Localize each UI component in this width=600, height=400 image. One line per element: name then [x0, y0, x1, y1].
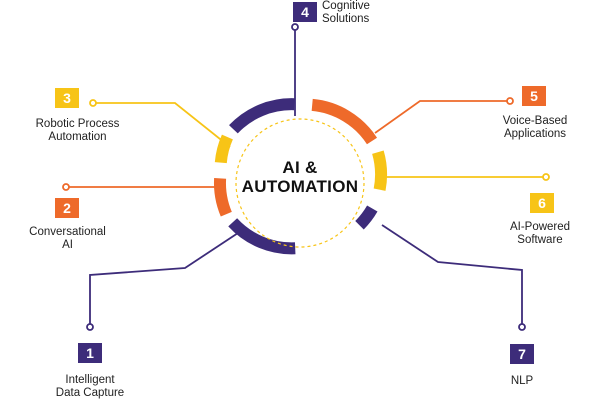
- label-6: AI-Powered Software: [480, 221, 600, 247]
- center-title-line2: AUTOMATION: [241, 177, 359, 196]
- connector-5: [374, 100, 508, 134]
- label-1-line2: Data Capture: [55, 387, 125, 399]
- label-7-line1: NLP: [510, 375, 534, 387]
- label-5: Voice-Based Applications: [470, 115, 600, 141]
- badge-7: 7: [510, 344, 534, 364]
- dot-3: [89, 99, 97, 107]
- ring-segment-yellow-left: [214, 134, 233, 164]
- dot-6: [542, 173, 550, 181]
- connector-dots: [62, 23, 550, 331]
- label-6-line2: Software: [517, 234, 563, 246]
- ring-segment-orange-top-right: [311, 98, 378, 145]
- dot-1: [86, 323, 94, 331]
- label-2-line1: Conversational: [29, 226, 106, 238]
- connector-7: [381, 224, 523, 325]
- ring-segment-yellow-right: [372, 150, 388, 191]
- label-3: Robotic Process Automation: [10, 118, 145, 144]
- center-title-line1: AI &: [282, 158, 318, 177]
- dot-7: [518, 323, 526, 331]
- badge-6: 6: [530, 193, 554, 213]
- ring-segment-purple-top: [229, 98, 295, 134]
- label-7: NLP: [472, 375, 572, 388]
- label-4: Cognitive Solutions: [322, 0, 422, 26]
- connector-1: [89, 232, 239, 325]
- label-2-line2: AI: [62, 239, 73, 251]
- dot-5: [506, 97, 514, 105]
- badge-1: 1: [78, 343, 102, 363]
- center-title: AI & AUTOMATION: [200, 158, 400, 196]
- label-5-line1: Voice-Based: [502, 115, 568, 127]
- dot-4: [291, 23, 299, 31]
- badge-4: 4: [293, 2, 317, 22]
- label-3-line1: Robotic Process: [35, 118, 120, 130]
- outer-ring: [214, 98, 388, 255]
- connectors: [68, 28, 545, 325]
- label-1: Intelligent Data Capture: [30, 374, 150, 400]
- connector-3: [93, 102, 231, 148]
- ring-segment-purple-bottom: [228, 218, 296, 255]
- inner-dashed-circle: [235, 118, 365, 248]
- label-1-line1: Intelligent: [65, 374, 115, 386]
- badge-5: 5: [522, 86, 546, 106]
- badge-2: 2: [55, 198, 79, 218]
- label-4-line1: Cognitive: [322, 0, 370, 12]
- label-6-line1: AI-Powered: [509, 221, 571, 233]
- ring-segment-orange-left: [214, 178, 232, 217]
- dot-2: [62, 183, 70, 191]
- ring-segment-purple-bottom-right: [355, 205, 378, 230]
- label-3-line2: Automation: [48, 131, 107, 143]
- label-5-line2: Applications: [503, 128, 566, 140]
- label-4-line2: Solutions: [322, 13, 370, 25]
- label-2: Conversational AI: [5, 226, 130, 252]
- badge-3: 3: [55, 88, 79, 108]
